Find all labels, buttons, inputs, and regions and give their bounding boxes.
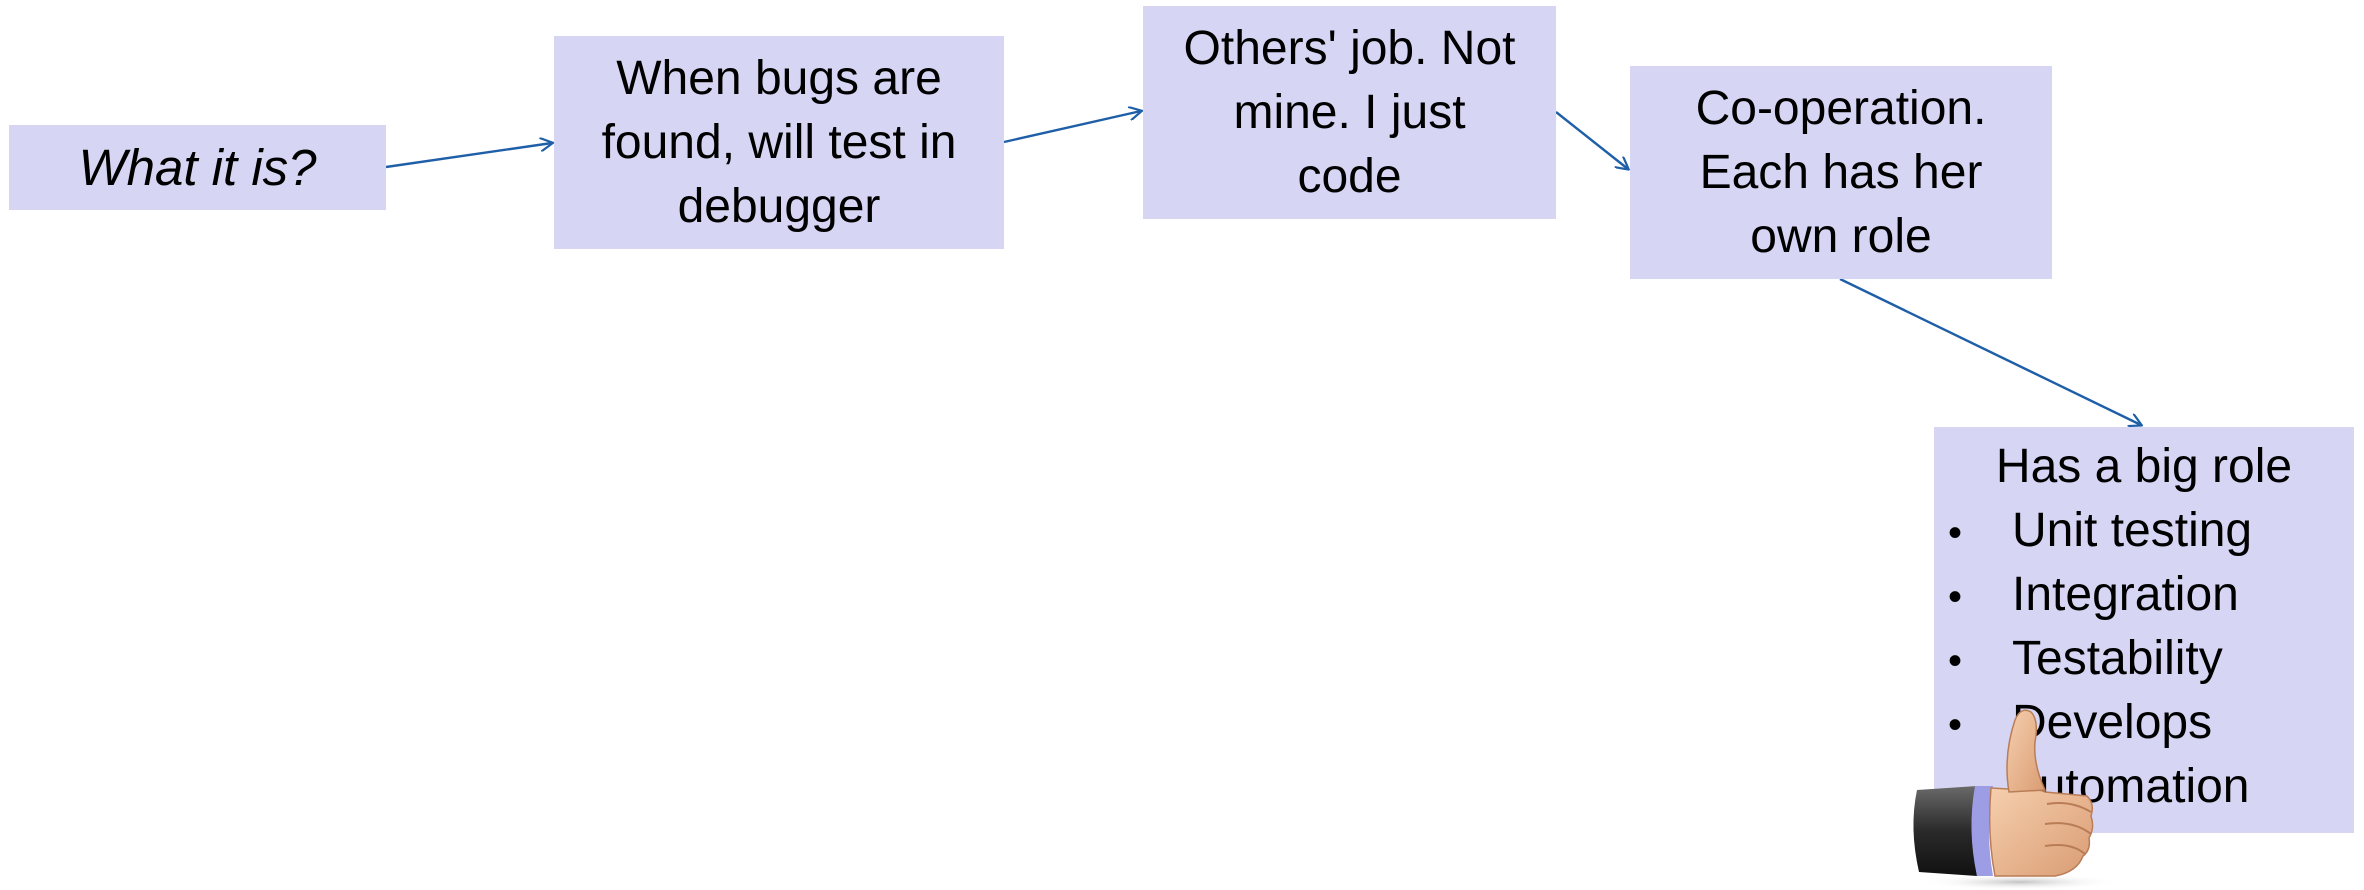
node-what-it-is: What it is? xyxy=(9,125,386,210)
node-big-role: Has a big role • Unit testing • Integrat… xyxy=(1934,427,2354,833)
list-item: • Unit testing xyxy=(1948,499,2354,563)
node-text-line: own role xyxy=(1750,209,1932,263)
bullet-glyph: • xyxy=(1948,639,1963,683)
node-text-line: When bugs are xyxy=(616,51,942,105)
arrow-others-to-cooperation xyxy=(1555,111,1628,169)
bullet-glyph: • xyxy=(1948,511,1963,555)
node-text-line: Co-operation. xyxy=(1695,81,1987,135)
node-text-line: mine. I just xyxy=(1233,85,1466,139)
node-big-role-heading: Has a big role xyxy=(1995,440,2293,493)
node-text-line: code xyxy=(1297,149,1402,203)
arrow-bugs-to-others xyxy=(1003,111,1141,144)
node-text-line: Each has her xyxy=(1699,145,1983,199)
thumbs-up-icon xyxy=(1913,709,2120,890)
node-others-job: Others' job. Not mine. I just code xyxy=(1143,6,1556,219)
list-item-label: Integration xyxy=(2012,568,2239,621)
node-bugs-found: When bugs are found, will test in debugg… xyxy=(554,36,1004,249)
node-cooperation: Co-operation. Each has her own role xyxy=(1630,66,2052,279)
bullet-glyph: • xyxy=(1948,703,1963,747)
bullet-glyph: • xyxy=(1948,575,1963,619)
node-text-line: Others' job. Not xyxy=(1183,21,1516,75)
big-role-bullet-list: • Unit testing • Integration • Testabili… xyxy=(1934,499,2354,819)
list-item: • Integration xyxy=(1948,563,2354,627)
list-item-label: Testability xyxy=(2012,632,2223,685)
list-item: • Develops xyxy=(1948,691,2354,755)
list-item: • Testability xyxy=(1948,627,2354,691)
node-text-line: debugger xyxy=(677,179,881,233)
node-what-it-is-text: What it is? xyxy=(78,138,317,196)
list-item-label: Develops xyxy=(2012,696,2213,749)
list-item-label: Unit testing xyxy=(2012,504,2253,557)
node-text-line: found, will test in xyxy=(601,115,957,169)
arrow-what-to-bugs xyxy=(385,143,552,169)
arrow-cooperation-to-bigrole xyxy=(1839,277,2141,425)
